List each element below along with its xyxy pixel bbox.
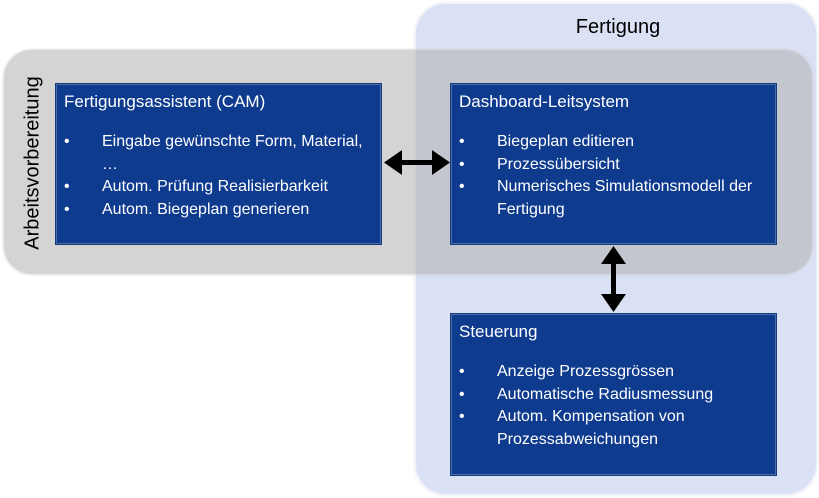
cam-box: Fertigungsassistent (CAM) • Eingabe gewün…	[55, 83, 382, 245]
list-item-text: Numerisches Simulationsmodell der Fertig…	[497, 178, 753, 218]
list-item: • Numerisches Simulationsmodell der Ferti…	[459, 176, 770, 221]
steuerung-box-title: Steuerung	[459, 322, 538, 341]
list-item: • Anzeige Prozessgrössen	[459, 361, 770, 384]
list-item: • Autom. Biegeplan generieren	[64, 199, 375, 222]
bullet-icon: •	[459, 178, 465, 195]
bullet-icon: •	[459, 408, 465, 425]
list-item-text: Autom. Kompensation von Prozessabweichun…	[497, 408, 685, 448]
fertigung-label: Fertigung	[575, 16, 661, 38]
list-item-text: Automatische Radiusmessung	[497, 385, 714, 403]
list-item: • Biegeplan editieren	[459, 131, 770, 154]
bullet-icon: •	[459, 155, 465, 173]
arbeitsvorbereitung-label: Arbeitsvorbereitung	[21, 76, 44, 250]
bullet-icon: •	[64, 200, 70, 218]
bullet-icon: •	[64, 133, 70, 150]
steuerung-box: Steuerung • Anzeige Prozessgrössen • Autom…	[450, 313, 777, 476]
list-item: • Prozessübersicht	[459, 154, 770, 177]
dashboard-box: Dashboard-Leitsystem • Biegeplan editiere…	[450, 83, 777, 245]
bullet-icon: •	[64, 178, 70, 195]
list-item: • Eingabe gewünschte Form, Material, …	[64, 131, 375, 176]
bullet-icon: •	[459, 133, 465, 150]
dashboard-box-title: Dashboard-Leitsystem	[459, 92, 630, 111]
list-item: • Automatische Radiusmessung	[459, 384, 770, 407]
list-item-text: Autom. Biegeplan generieren	[102, 200, 310, 218]
bullet-icon: •	[459, 385, 465, 403]
list-item-text: Anzeige Prozessgrössen	[497, 363, 674, 380]
list-item-text: Prozessübersicht	[497, 155, 620, 173]
list-item: • Autom. Prüfung Realisierbarkeit	[64, 176, 375, 199]
bullet-icon: •	[459, 363, 465, 380]
list-item-text: Autom. Prüfung Realisierbarkeit	[102, 178, 328, 195]
cam-box-title: Fertigungsassistent (CAM)	[64, 92, 266, 111]
list-item: • Autom. Kompensation von Prozessabweichu…	[459, 406, 770, 451]
dashboard-list: • Biegeplan editieren • Prozessübersicht •…	[459, 131, 770, 221]
list-item-text: Biegeplan editieren	[497, 133, 634, 150]
steuerung-list: • Anzeige Prozessgrössen • Automatische Ra…	[459, 361, 770, 451]
cam-list: • Eingabe gewünschte Form, Material, … • A…	[64, 131, 375, 221]
list-item-text: Eingabe gewünschte Form, Material, …	[102, 133, 363, 173]
